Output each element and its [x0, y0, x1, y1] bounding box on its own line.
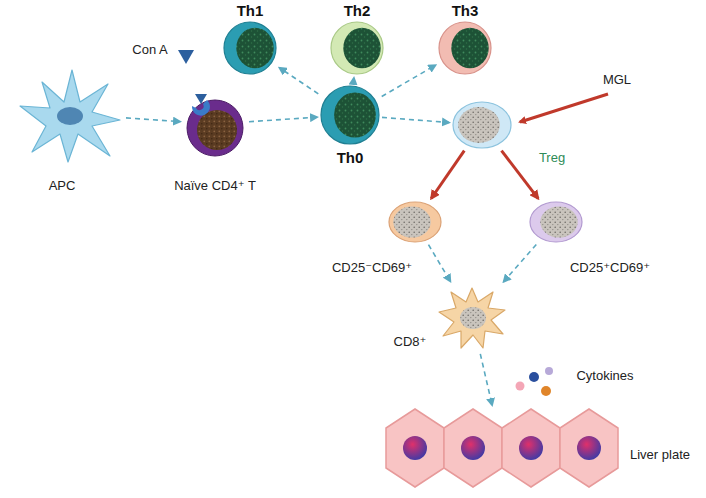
cell-shape	[386, 408, 618, 488]
cell-shape	[437, 284, 507, 352]
treg-cell: Treg	[452, 101, 512, 149]
cell-shape	[330, 21, 384, 75]
con-a-molecule	[178, 50, 194, 64]
cell-shape	[438, 21, 492, 75]
cell-label: CD25⁻CD69⁺	[332, 260, 412, 276]
annotation-label: MGL	[603, 72, 631, 88]
th0-cell: Th0	[320, 85, 380, 145]
pathway-arrow	[280, 68, 319, 94]
th3-cell: Th3	[438, 21, 492, 75]
cell-label: Th0	[337, 150, 364, 166]
annotation-label: Cytokines	[576, 368, 633, 384]
cell-label: Th3	[452, 3, 479, 19]
cytokine-dot	[545, 367, 553, 375]
pathway-arrow	[429, 245, 451, 282]
cytokine-dot	[529, 372, 539, 382]
cell-label: Th2	[344, 3, 371, 19]
th2-cell: Th2	[330, 21, 384, 75]
differentiation-arrow	[502, 151, 539, 199]
cell-label: CD8⁺	[394, 334, 427, 350]
cd25pos-cell: CD25⁺CD69⁺	[529, 201, 583, 243]
cell-shape	[183, 90, 247, 158]
cell-shape	[320, 85, 380, 145]
cytokine-dot	[541, 386, 551, 396]
cell-label: APC	[49, 178, 76, 194]
cell-shape	[12, 64, 124, 164]
pathway-arrow	[249, 117, 317, 122]
annotation-label: Con A	[132, 42, 167, 58]
pathway-arrow	[480, 354, 492, 405]
th1-cell: Th1	[223, 21, 277, 75]
pathway-arrow	[382, 65, 436, 96]
pathway-arrow	[504, 245, 537, 282]
cell-shape	[388, 201, 442, 243]
cell-label: Liver plate	[630, 447, 690, 463]
cd25neg-cell: CD25⁻CD69⁺	[388, 201, 442, 243]
cell-shape	[223, 21, 277, 75]
naive-t-cell: Naïve CD4⁺ T	[183, 90, 247, 158]
pathway-arrow	[382, 117, 449, 122]
cytokine-dot	[516, 382, 525, 391]
differentiation-arrow	[431, 151, 464, 199]
cd8-cell: CD8⁺	[437, 284, 507, 352]
cell-label: Treg	[539, 150, 565, 166]
cell-label: Th1	[237, 3, 264, 19]
cell-shape	[529, 201, 583, 243]
apc-cell: APC	[12, 64, 124, 164]
liver-plate: Liver plate	[386, 408, 618, 488]
cell-label: Naïve CD4⁺ T	[174, 178, 256, 194]
cell-shape	[452, 101, 512, 149]
pathway-arrow	[126, 118, 180, 122]
cell-label: CD25⁺CD69⁺	[570, 260, 650, 276]
pathway-arrow	[352, 78, 354, 83]
mgl-arrow	[520, 94, 608, 122]
